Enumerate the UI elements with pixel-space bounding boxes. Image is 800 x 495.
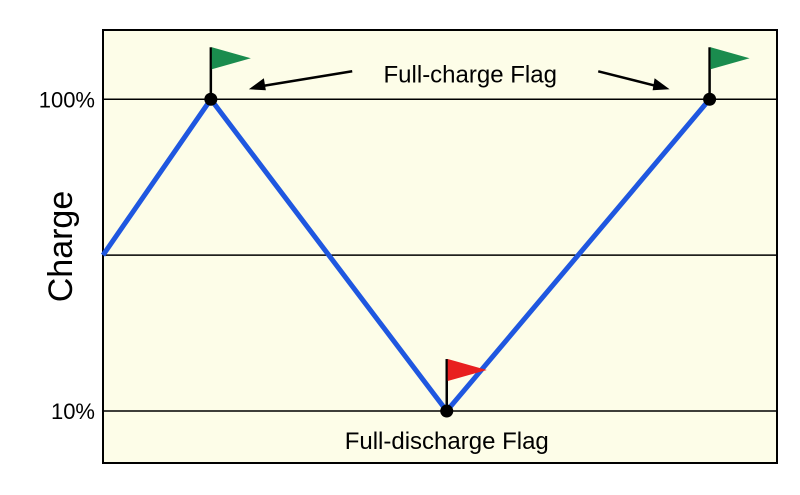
- y-axis-label: Charge: [42, 191, 80, 303]
- flag-banner-0: [211, 47, 251, 70]
- y-tick-label-1: 10%: [51, 399, 95, 424]
- annotation-layer: Full-charge Flag Full-discharge Flag: [248, 61, 670, 455]
- data-point-2: [703, 92, 717, 106]
- full-discharge-annotation: Full-discharge Flag: [345, 428, 549, 455]
- full-charge-annotation: Full-charge Flag: [384, 61, 557, 88]
- full-charge-flag-0: [204, 47, 251, 106]
- series-layer: [100, 95, 712, 416]
- data-point-1: [440, 404, 454, 418]
- flag-banner-2: [710, 47, 750, 70]
- arrow-to-right-flag: [597, 70, 658, 88]
- full-discharge-flag-1: [440, 359, 487, 418]
- y-tick-labels: 100% 10%: [39, 87, 95, 424]
- y-tick-label-0: 100%: [39, 87, 95, 112]
- arrow-to-left-flag: [260, 70, 353, 88]
- flag-banner-1: [447, 359, 487, 382]
- arrowhead-right: [652, 78, 670, 91]
- full-charge-flag-2: [703, 47, 750, 106]
- data-point-0: [204, 92, 218, 106]
- series-line-0: [100, 95, 712, 416]
- arrowhead-left: [248, 78, 266, 91]
- flag-layer: [204, 47, 750, 418]
